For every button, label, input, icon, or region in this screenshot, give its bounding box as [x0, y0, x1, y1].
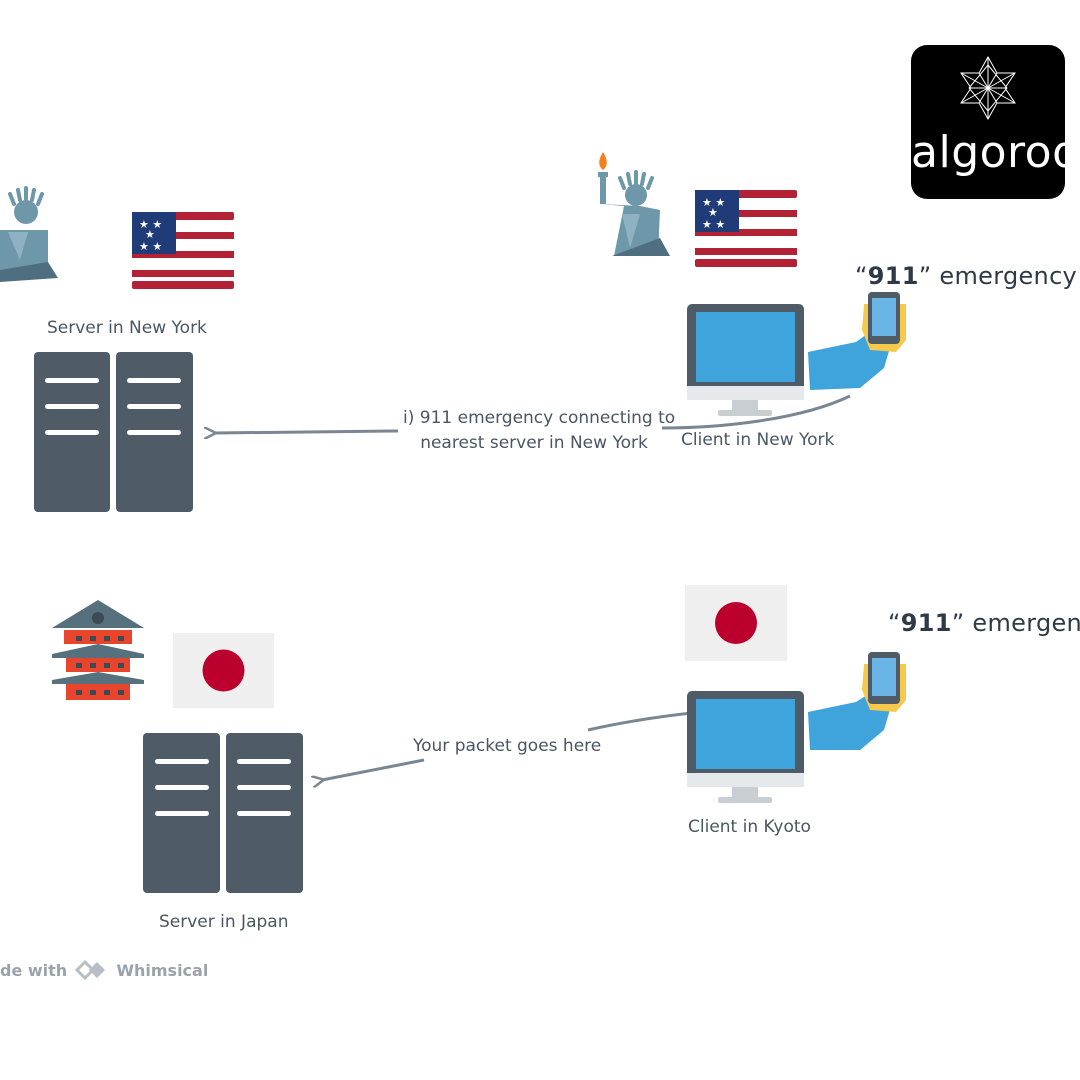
- watermark-name: Whimsical: [116, 961, 209, 980]
- japan-flag-icon-right: [685, 585, 787, 661]
- callout-ny-number: 911: [867, 262, 919, 290]
- whimsical-watermark: de with Whimsical: [0, 958, 208, 982]
- us-flag-icon-right: ★ ★ ★ ★ ★: [695, 190, 797, 267]
- hand-phone-kyoto-icon: [808, 652, 906, 750]
- hand-phone-new-york-icon: [808, 292, 906, 390]
- client-kyoto-label: Client in Kyoto: [688, 817, 811, 837]
- server-new-york-icon: [34, 352, 193, 512]
- monitor-kyoto-icon: [687, 691, 804, 803]
- callout-kyoto-rest: ” emergenc: [951, 609, 1080, 637]
- client-ny-label: Client in New York: [681, 430, 835, 450]
- edge-ny-client-to-server: [214, 394, 851, 433]
- edge-label-ny-line1: i) 911 emergency connecting to: [403, 408, 676, 428]
- svg-text:★ ★: ★ ★: [139, 240, 162, 253]
- svg-text:★: ★: [145, 228, 155, 241]
- geometric-star-icon: [960, 55, 1016, 121]
- callout-kyoto: “911” emergenc: [888, 609, 1080, 637]
- pagoda-icon: [52, 600, 144, 700]
- us-flag-icon-left: ★ ★ ★ ★ ★: [132, 212, 234, 289]
- edge-label-ny: i) 911 emergency connecting to nearest s…: [403, 408, 676, 453]
- algoroq-logo: algoroq: [911, 45, 1080, 199]
- japan-flag-icon-left: [173, 633, 274, 708]
- callout-ny-rest: ” emergency: [918, 262, 1078, 290]
- svg-text:★ ★: ★ ★: [702, 218, 725, 231]
- monitor-new-york-icon: [687, 304, 804, 416]
- statue-of-liberty-icon-right: [598, 152, 670, 256]
- logo-text: algoroq: [911, 127, 1080, 178]
- server-japan-icon: [143, 733, 303, 893]
- svg-text:★ ★: ★ ★: [139, 218, 162, 231]
- watermark-prefix: de with: [0, 961, 68, 980]
- whimsical-logo-icon: [74, 959, 105, 981]
- callout-ny: “911” emergency: [855, 262, 1078, 290]
- svg-text:★: ★: [708, 206, 718, 219]
- server-japan-label: Server in Japan: [159, 912, 289, 932]
- server-ny-label: Server in New York: [47, 318, 207, 338]
- svg-text:★ ★: ★ ★: [702, 196, 725, 209]
- statue-of-liberty-icon-left: [0, 186, 58, 282]
- callout-kyoto-number: 911: [900, 609, 952, 637]
- edge-label-ny-line2: nearest server in New York: [420, 433, 648, 453]
- edge-label-kyoto: Your packet goes here: [413, 736, 602, 756]
